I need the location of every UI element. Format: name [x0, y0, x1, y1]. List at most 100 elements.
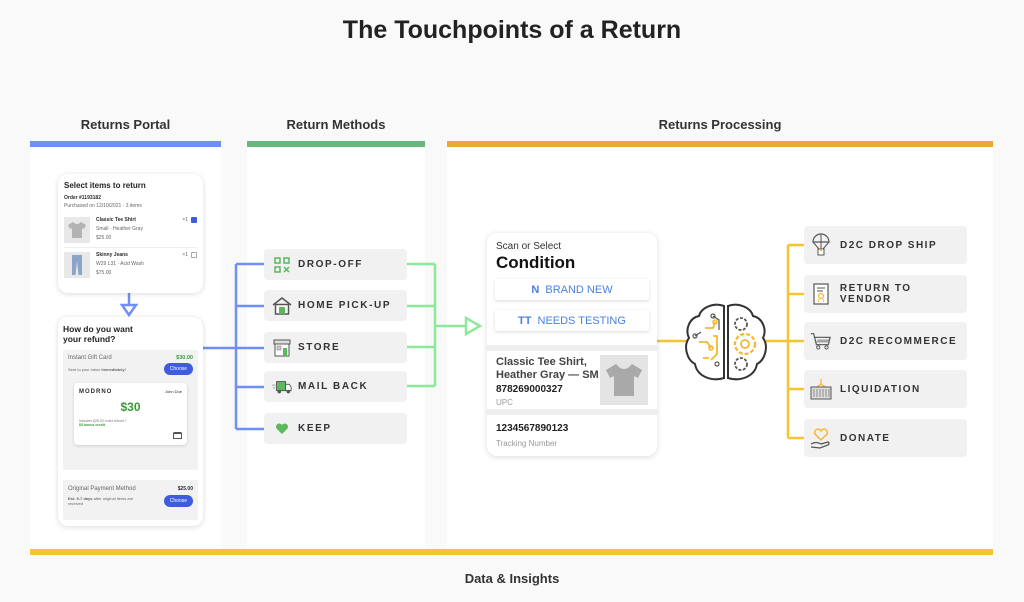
- method-drop-off[interactable]: DROP-OFF: [264, 249, 407, 280]
- gift-card-bonus: $5 bonus credit: [79, 423, 105, 427]
- outcome-label: D2C RECOMMERCE: [840, 335, 958, 347]
- divider: [487, 409, 657, 415]
- divider: [487, 345, 657, 351]
- method-mail-back[interactable]: MAIL BACK: [264, 371, 407, 402]
- column-header-return-methods: Return Methods: [286, 117, 386, 132]
- gift-box-icon: [173, 432, 182, 439]
- scanner-subtitle: Scan or Select: [496, 241, 562, 252]
- scanner-title: Condition: [496, 253, 576, 272]
- outcome-label: LIQUIDATION: [840, 383, 921, 395]
- return-item-row[interactable]: Skinny Jeans W29 L31 · Acid Wash $75.00 …: [64, 252, 197, 278]
- column-header-returns-processing: Returns Processing: [658, 117, 782, 132]
- processing-color-bar: [447, 141, 993, 147]
- gift-card-value: $30: [120, 400, 141, 414]
- gift-option-sub: Sent to your inbox: [68, 366, 102, 372]
- parachute-package-icon: [810, 233, 832, 257]
- product-name-line2: Heather Gray — SM: [496, 369, 599, 381]
- outcome-d2c-drop-ship[interactable]: D2C DROP SHIP: [804, 226, 967, 264]
- brain-ai-icon: [685, 303, 767, 381]
- method-label: HOME PICK-UP: [298, 300, 392, 311]
- outcome-label: D2C DROP SHIP: [840, 239, 938, 251]
- select-items-card: Select items to return Order #1193182 Pu…: [58, 174, 203, 293]
- tracking-label: Tracking Number: [496, 439, 558, 448]
- condition-code: N: [531, 283, 540, 296]
- item-price: $25.00: [96, 235, 112, 241]
- select-items-heading: Select items to return: [64, 181, 146, 190]
- upc-label: UPC: [496, 398, 513, 407]
- product-name: Classic Tee Shirt, Heather Gray — SM: [496, 356, 599, 382]
- item-variant: W29 L31 · Acid Wash: [96, 261, 144, 267]
- storefront-icon: [272, 338, 292, 358]
- shipping-container-icon: [810, 377, 832, 401]
- return-item-row[interactable]: Classic Tee Shirt Small · Heather Gray $…: [64, 217, 197, 248]
- original-option-amount: $25.00: [177, 486, 193, 492]
- condition-needs-testing-button[interactable]: TT NEEDS TESTING: [495, 310, 649, 331]
- condition-label: NEEDS TESTING: [537, 314, 626, 327]
- column-header-returns-portal: Returns Portal: [80, 117, 171, 132]
- choose-gift-card-button[interactable]: Choose: [163, 363, 193, 375]
- gift-card-note: Includes $25.00 order refund +: [79, 419, 127, 423]
- product-name-line1: Classic Tee Shirt,: [496, 356, 587, 368]
- condition-code: TT: [518, 314, 532, 327]
- gift-option-sub-bold: immediately!: [101, 366, 126, 372]
- item-variant: Small · Heather Gray: [96, 226, 143, 232]
- outcome-donate[interactable]: DONATE: [804, 419, 967, 457]
- house-icon: [272, 296, 292, 316]
- gift-card-preview: MODRNO John Doe $30 Includes $25.00 orde…: [74, 383, 187, 445]
- method-home-pick-up[interactable]: HOME PICK-UP: [264, 290, 407, 321]
- page-title: The Touchpoints of a Return: [342, 16, 682, 44]
- outcome-liquidation[interactable]: LIQUIDATION: [804, 370, 967, 408]
- delivery-truck-icon: [272, 377, 292, 397]
- outcome-label: DONATE: [840, 432, 891, 444]
- heart-hand-icon: [810, 426, 832, 450]
- gift-card-option[interactable]: Instant Gift Card $30.00 Sent to your in…: [63, 350, 198, 470]
- heart-icon: [272, 419, 292, 439]
- refund-heading-line2: your refund?: [63, 334, 116, 344]
- gift-card-holder: John Doe: [164, 389, 182, 394]
- method-label: MAIL BACK: [298, 381, 369, 392]
- qr-code-icon: [272, 255, 292, 275]
- methods-color-bar: [247, 141, 425, 147]
- data-insights-label: Data & Insights: [464, 571, 560, 586]
- method-keep[interactable]: KEEP: [264, 413, 407, 444]
- method-label: DROP-OFF: [298, 259, 364, 270]
- original-option-label: Original Payment Method: [68, 486, 136, 492]
- refund-options-card: How do you want your refund? Instant Gif…: [58, 317, 203, 526]
- refund-heading-line1: How do you want: [63, 324, 133, 334]
- outcome-return-to-vendor[interactable]: RETURN TO VENDOR: [804, 275, 967, 313]
- processing-arrow-head: [464, 315, 483, 337]
- gift-card-brand: MODRNO: [79, 389, 113, 395]
- item-checkbox-checked[interactable]: [191, 217, 197, 223]
- portal-arrow-head: [119, 303, 139, 318]
- certificate-document-icon: [810, 282, 832, 306]
- product-upc: 878269000327: [496, 384, 563, 395]
- item-checkbox-unchecked[interactable]: [191, 252, 197, 258]
- portal-color-bar: [30, 141, 221, 147]
- gift-option-amount: $30.00: [176, 355, 193, 361]
- gift-option-label: Instant Gift Card: [68, 355, 112, 361]
- item-name: Classic Tee Shirt: [96, 217, 136, 223]
- order-number: Order #1193182: [64, 195, 101, 201]
- data-insights-bar: [30, 549, 993, 555]
- original-option-sub-bold: Est. 5-7 days: [68, 496, 93, 501]
- item-qty: ×1: [182, 252, 188, 258]
- method-label: STORE: [298, 342, 341, 353]
- tracking-number: 1234567890123: [496, 423, 569, 434]
- shopping-cart-icon: [810, 329, 832, 353]
- original-option-sub: after original items are received: [68, 496, 134, 506]
- choose-original-payment-button[interactable]: Choose: [163, 495, 193, 507]
- product-thumbnail: [600, 355, 648, 405]
- method-store[interactable]: STORE: [264, 332, 407, 363]
- item-name: Skinny Jeans: [96, 252, 128, 258]
- original-payment-option[interactable]: Original Payment Method $25.00 Est. 5-7 …: [63, 480, 198, 520]
- jeans-thumbnail: [64, 252, 90, 278]
- method-label: KEEP: [298, 423, 332, 434]
- item-qty: ×1: [182, 217, 188, 223]
- item-price: $75.00: [96, 270, 112, 276]
- outcome-d2c-recommerce[interactable]: D2C RECOMMERCE: [804, 322, 967, 360]
- tee-shirt-thumbnail: [64, 217, 90, 243]
- outcome-label: RETURN TO VENDOR: [839, 283, 912, 305]
